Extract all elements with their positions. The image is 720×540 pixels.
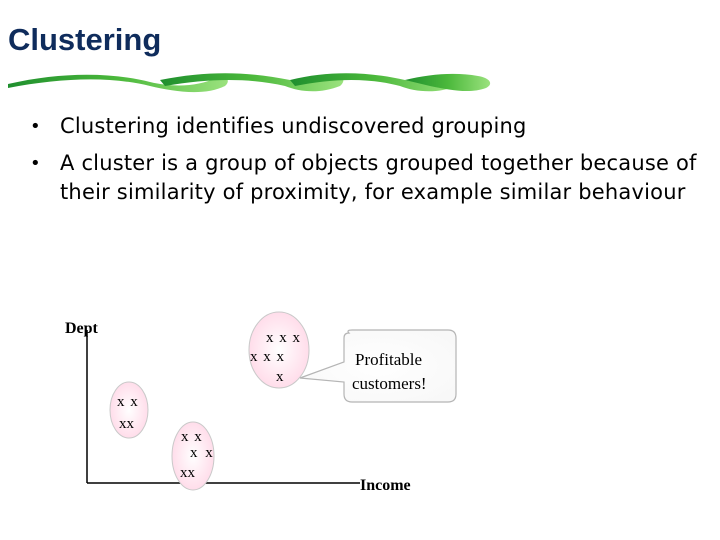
cluster-points: x x [117,394,139,410]
cluster-blob [248,311,310,389]
callout-text: customers! [352,374,427,393]
callout-text: Profitable [355,350,422,369]
cluster-points: x [276,369,284,385]
bullet-list: • Clustering identifies undiscovered gro… [30,112,700,215]
x-axis-label: Income [360,477,411,494]
cluster-blob [171,421,215,491]
cluster-points: xx [180,465,196,481]
cluster-blob [109,381,149,439]
cluster-points: xx [119,416,135,432]
bullet-text: A cluster is a group of objects grouped … [60,151,697,204]
cluster-points: x x x [266,330,301,346]
callout-bubble [299,329,457,403]
y-axis-label: Dept [65,320,99,337]
bullet-text: Clustering identifies undiscovered group… [60,114,527,138]
cluster-points: x x [190,445,215,461]
bullet-item: • Clustering identifies undiscovered gro… [30,112,700,141]
bullet-item: • A cluster is a group of objects groupe… [30,149,700,207]
bullet-marker: • [30,116,41,137]
cluster-points: x x x [250,349,285,365]
cluster-points: x x [181,429,203,445]
slide-title: Clustering [8,22,162,57]
decorative-swoosh [8,73,491,93]
bullet-marker: • [30,153,41,174]
